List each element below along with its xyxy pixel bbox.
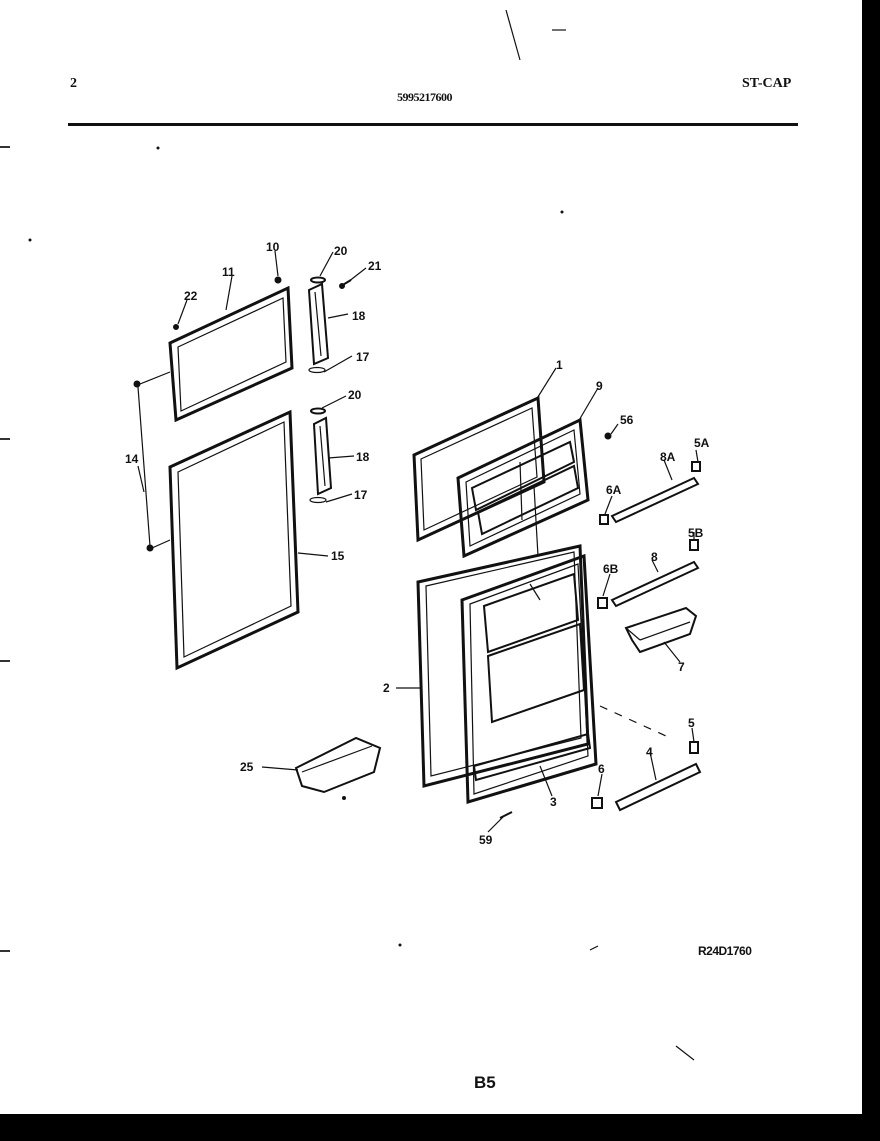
callout-6b: 6B	[603, 562, 619, 576]
callout-1: 1	[556, 358, 563, 372]
callout-21: 21	[368, 259, 382, 273]
callout-25: 25	[240, 760, 254, 774]
callout-5: 5	[688, 716, 695, 730]
callout-3: 3	[550, 795, 557, 809]
callout-20-upper: 20	[334, 244, 348, 258]
edge-tick	[0, 146, 10, 148]
clip-6a	[599, 514, 609, 525]
leader-lines	[137, 250, 699, 833]
footer-code: B5	[474, 1073, 496, 1092]
exploded-door-diagram: 10 11 22 14 15 20 21 18 17 20 18 17 1 9 …	[28, 9, 710, 1061]
callout-17-upper: 17	[356, 350, 370, 364]
edge-tick	[0, 660, 10, 662]
callout-8: 8	[651, 550, 658, 564]
butter-dish	[294, 736, 382, 794]
callout-15: 15	[331, 549, 345, 563]
clip-5b	[689, 539, 699, 551]
edge-tick	[0, 438, 10, 440]
screw-22-part	[173, 324, 179, 330]
callout-18-upper: 18	[352, 309, 366, 323]
clip-6	[591, 797, 603, 809]
screw-10-part	[274, 276, 282, 284]
screw-56-part	[604, 432, 612, 440]
cap-20-upper	[310, 276, 326, 284]
cap-20-lower	[310, 407, 326, 415]
fresh-food-gasket	[168, 409, 300, 671]
callout-2: 2	[383, 681, 390, 695]
hinge-pin-top	[133, 380, 141, 388]
callout-59: 59	[479, 833, 493, 847]
clip-5a	[691, 461, 701, 472]
callout-10: 10	[266, 240, 280, 254]
fresh-food-door-panel	[416, 485, 590, 788]
dairy-bucket	[624, 606, 698, 654]
clip-6b	[597, 597, 608, 609]
callout-labels: 10 11 22 14 15 20 21 18 17 20 18 17 1 9 …	[125, 240, 710, 847]
callout-11: 11	[222, 265, 235, 279]
callout-4: 4	[646, 745, 653, 759]
clip-5	[689, 741, 699, 754]
callout-56: 56	[620, 413, 634, 427]
callout-20-lower: 20	[348, 388, 362, 402]
parts-sheet: 2 5995217600 ST-CAP	[0, 0, 862, 1114]
fresh-food-door-liner	[460, 553, 598, 804]
callout-22: 22	[184, 289, 198, 303]
part-number: 5995217600	[397, 90, 453, 104]
handle-lower	[312, 416, 333, 496]
cap-17-upper	[308, 366, 326, 374]
callout-5a: 5A	[694, 436, 710, 450]
callout-14: 14	[125, 452, 139, 466]
header-rule	[68, 123, 798, 126]
scan-specks	[28, 9, 695, 1061]
callout-7: 7	[678, 660, 685, 674]
callout-8a: 8A	[660, 450, 676, 464]
bottom-rail-4	[614, 762, 702, 812]
model-code: ST-CAP	[742, 76, 792, 91]
edge-tick	[0, 950, 10, 952]
callout-18-lower: 18	[356, 450, 370, 464]
drawing-reference: R24D1760	[698, 944, 752, 958]
callout-17-lower: 17	[354, 488, 368, 502]
page-number: 2	[70, 76, 77, 91]
freezer-door-liner	[456, 417, 590, 559]
callout-6: 6	[598, 762, 605, 776]
freezer-gasket	[168, 285, 294, 423]
callout-6a: 6A	[606, 483, 622, 497]
shelf-rail-8a	[610, 476, 700, 524]
screw-59-part	[499, 811, 513, 819]
freezer-door-panel	[412, 395, 546, 543]
handle-upper	[307, 282, 330, 366]
callout-5b: 5B	[688, 526, 704, 540]
shelf-rail-8	[610, 560, 700, 608]
cap-17-lower	[309, 496, 327, 504]
callout-9: 9	[596, 379, 603, 393]
